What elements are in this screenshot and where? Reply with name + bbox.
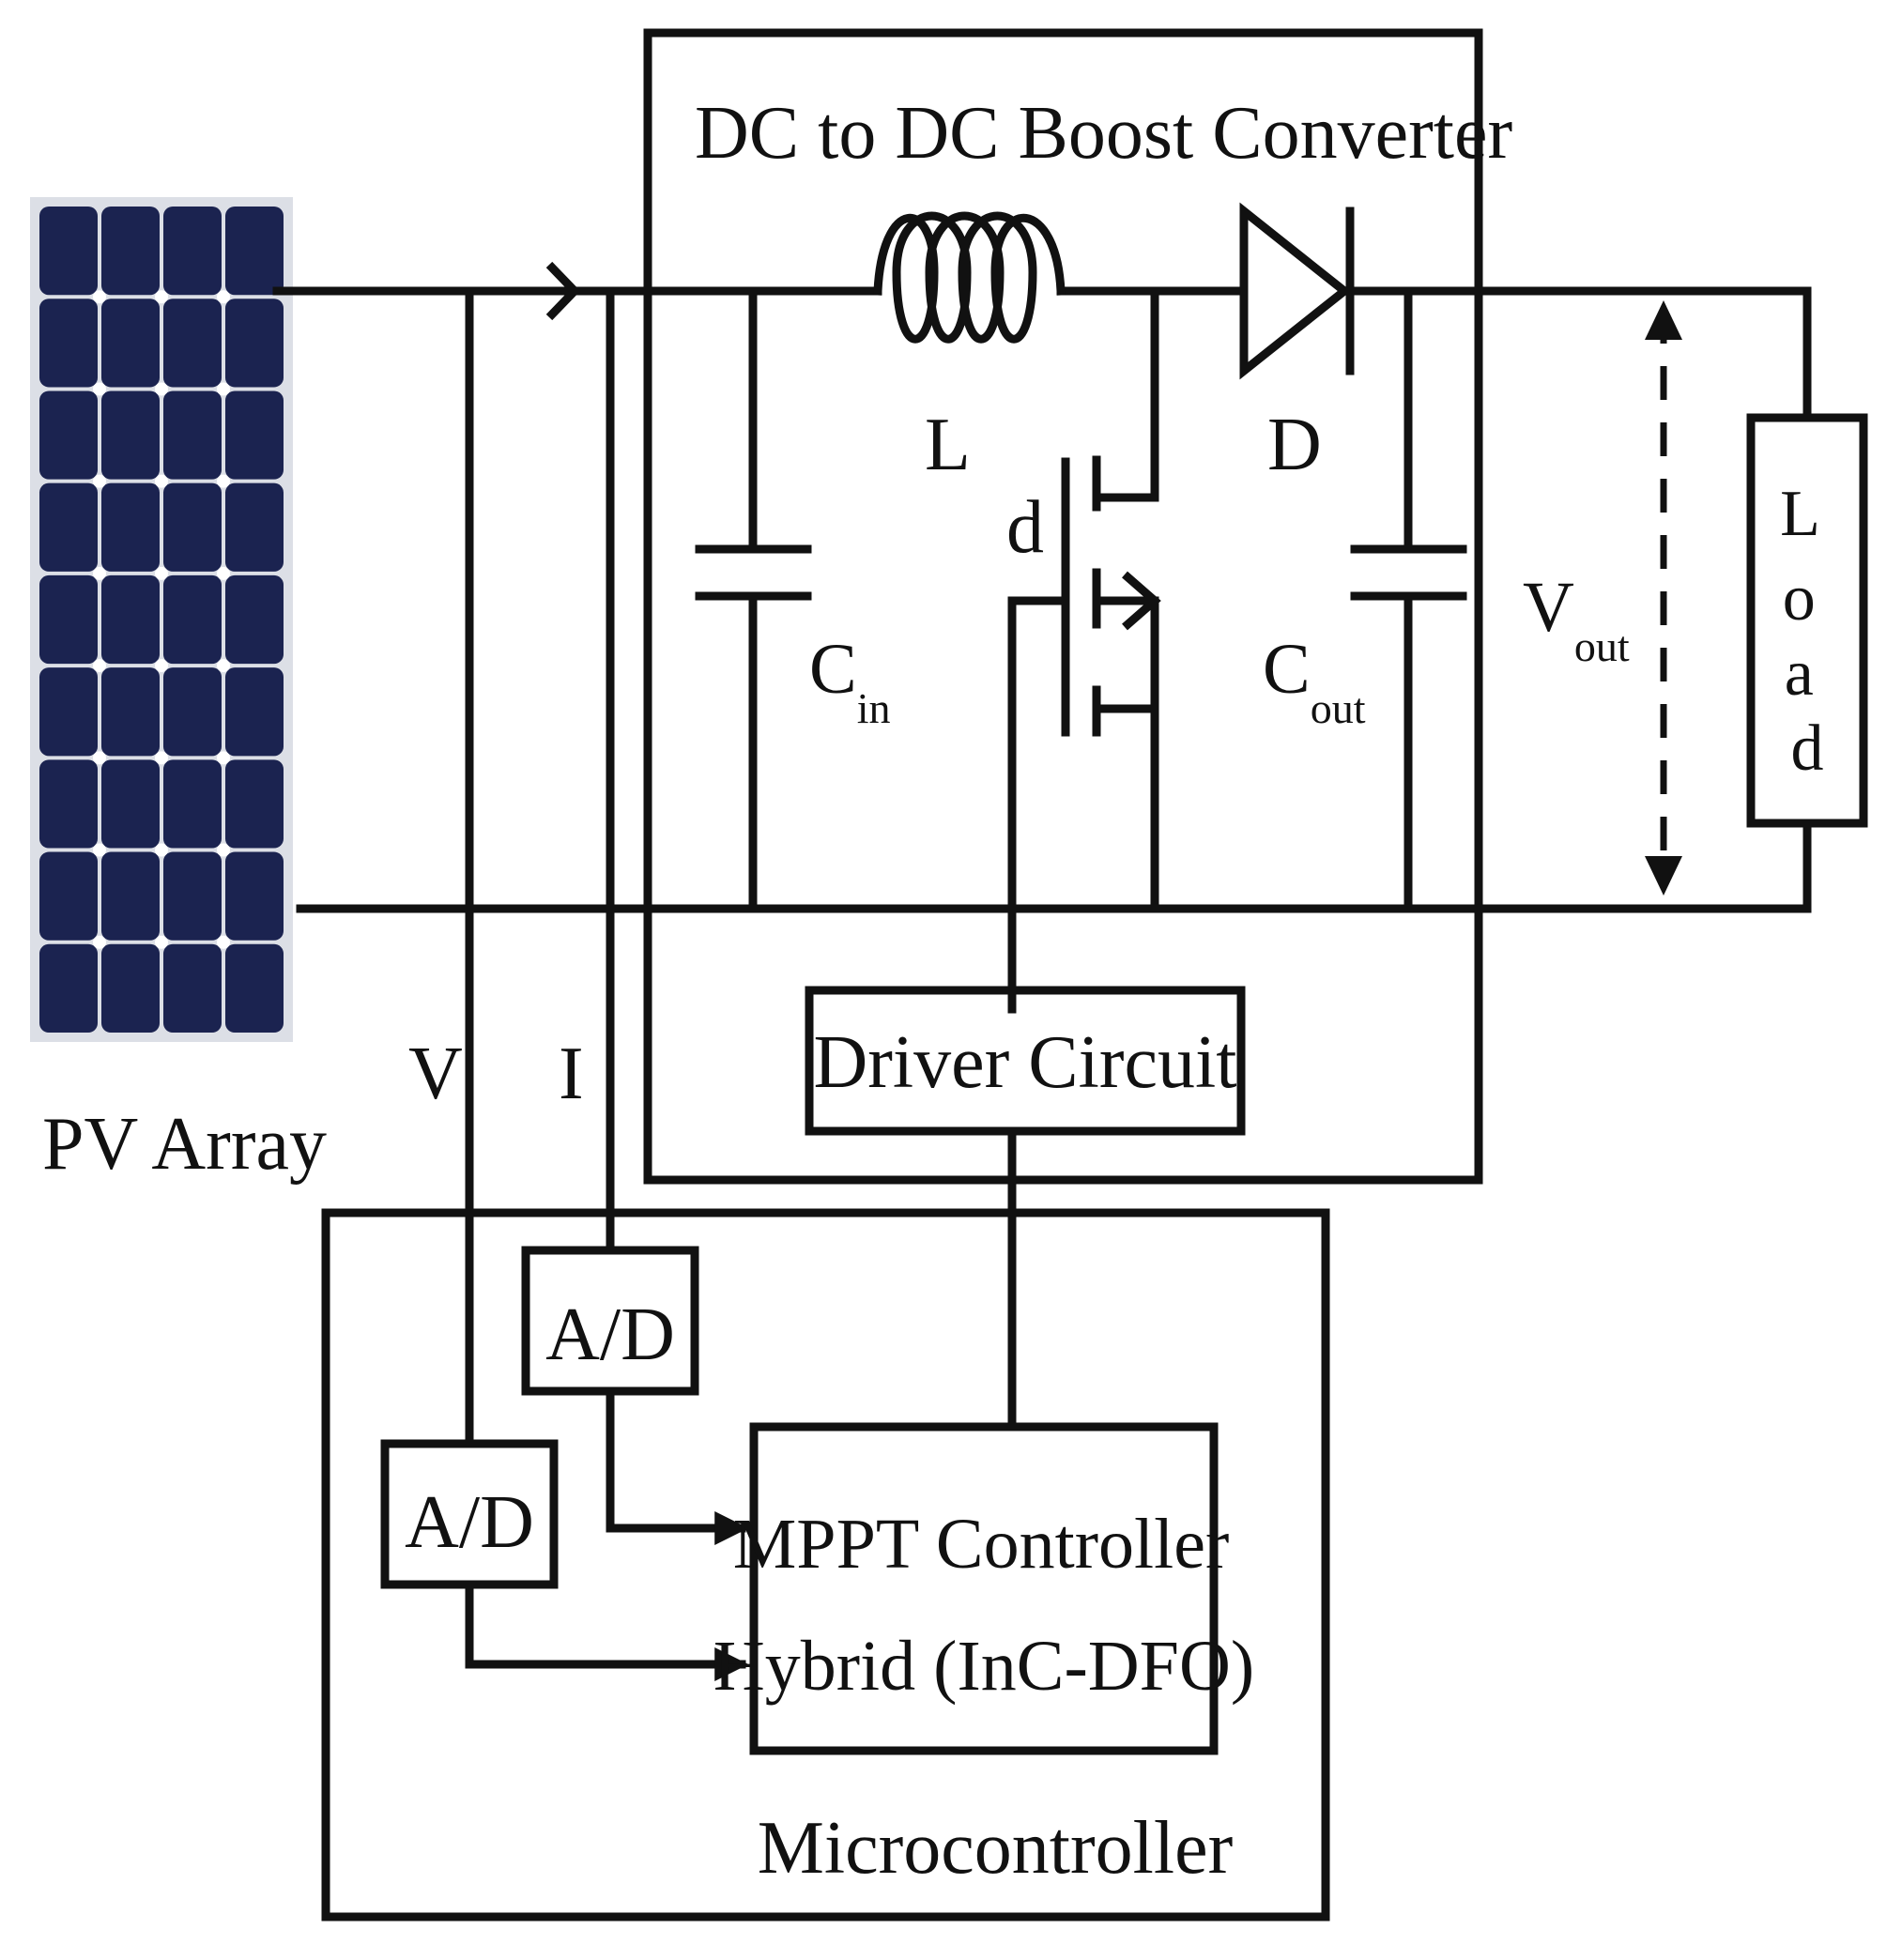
vout-label: Vout: [1523, 568, 1630, 670]
inductor-label: L: [925, 404, 971, 486]
capacitor-icon: [1350, 286, 1467, 913]
cout-label: Cout: [1263, 630, 1366, 732]
driver-circuit-box: [805, 986, 1246, 1136]
load-label: L o a d: [1780, 478, 1834, 785]
inductor-icon: [873, 211, 1066, 344]
driver-circuit-label: Driver Circuit: [814, 1021, 1237, 1104]
mppt-controller-box: [749, 1422, 1219, 1755]
boost-converter-title: DC to DC Boost Converter: [695, 92, 1512, 175]
mppt-title-label: MPPT Controller: [733, 1505, 1230, 1584]
microcontroller-box: [321, 1208, 1330, 1922]
mppt-subtitle-label: Hybrid (InC-DFO): [713, 1627, 1254, 1706]
pv-array-label: PV Array: [42, 1103, 327, 1186]
diode-icon: [1239, 202, 1355, 380]
adc-voltage-to-mppt-arrow: [465, 1580, 749, 1681]
mosfet-icon: [1007, 455, 1161, 1014]
current-arrow-icon: [545, 261, 581, 321]
gate-label: d: [1006, 486, 1044, 569]
current-sense-label: I: [559, 1033, 584, 1115]
adc-current-label: A/D: [545, 1294, 675, 1376]
vout-indicator-arrow: [1645, 300, 1682, 896]
adc-current-to-mppt-arrow: [606, 1386, 749, 1545]
bottom-rail: [296, 823, 1812, 913]
solar-panel-icon: [30, 197, 293, 1042]
adc-voltage-label: A/D: [405, 1481, 534, 1564]
microcontroller-label: Microcontroller: [758, 1807, 1233, 1890]
cin-label: Cin: [809, 630, 890, 732]
capacitor-icon: [695, 286, 812, 913]
top-rail-right: [1347, 286, 1812, 422]
load-box: [1746, 413, 1868, 828]
diode-label: D: [1267, 404, 1322, 486]
voltage-sense-label: V: [408, 1033, 463, 1115]
boost-converter-box: [643, 28, 1483, 1185]
